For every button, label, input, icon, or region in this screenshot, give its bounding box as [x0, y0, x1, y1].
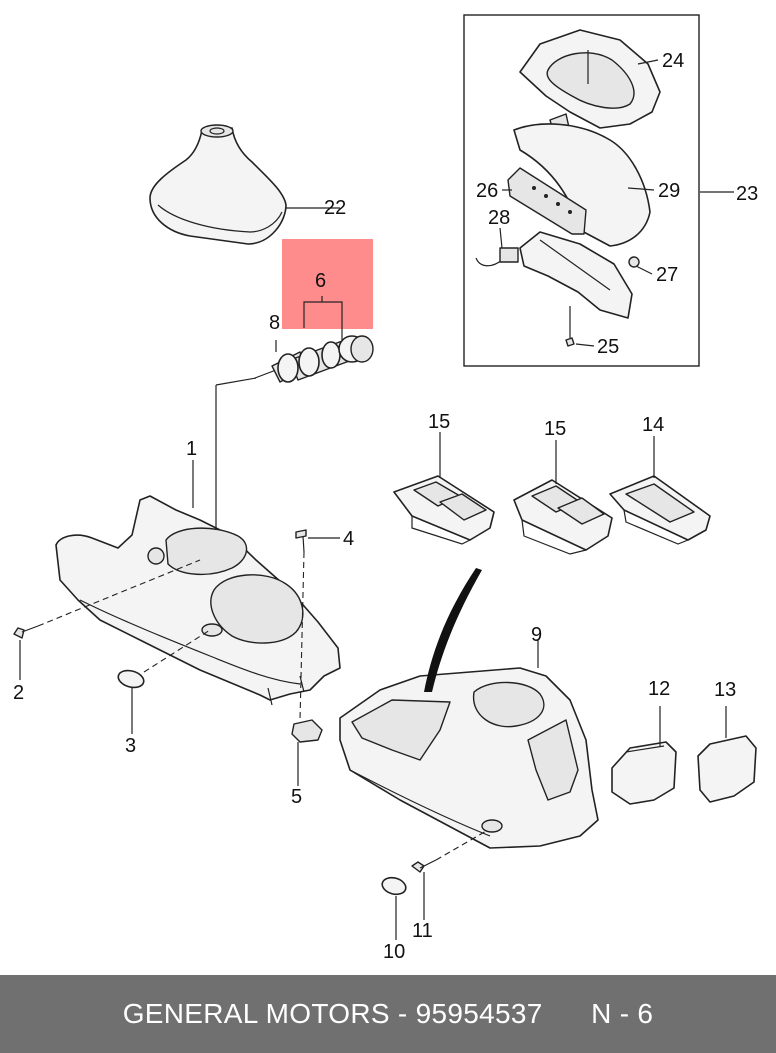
label-part-15-left: 15 [428, 411, 450, 433]
inset-frame [463, 14, 700, 367]
label-part-26: 26 [476, 180, 498, 202]
label-part-13: 13 [714, 679, 736, 701]
part-25-screw [565, 306, 575, 347]
footer-bar: GENERAL MOTORS - 95954537 N - 6 [0, 975, 776, 1053]
part-1-console-upper [55, 495, 341, 706]
part-28-connector [475, 247, 519, 267]
part-29-dust-shield [513, 123, 651, 247]
label-part-6: 6 [315, 270, 326, 292]
part-8-shift-lever-assembly [254, 335, 374, 383]
label-part-22: 22 [324, 197, 346, 219]
label-part-3: 3 [125, 735, 136, 757]
part-12-cover [611, 741, 677, 805]
footer-part-number: 95954537 [415, 998, 543, 1029]
part-10-plug [381, 876, 407, 896]
part-11-screw [411, 859, 437, 873]
cable-9 [424, 568, 482, 692]
footer-position-code: N - 6 [591, 998, 654, 1029]
label-part-8: 8 [269, 312, 280, 334]
part-2-screw [13, 625, 39, 639]
part-26-indicator-plate [507, 167, 587, 235]
label-part-10: 10 [383, 941, 405, 963]
part-27-shifter-base [519, 231, 640, 319]
label-part-2: 2 [13, 682, 24, 704]
highlight-box-part-6 [282, 239, 373, 329]
part-9-console-lower [339, 568, 599, 849]
label-part-25: 25 [597, 336, 619, 358]
label-part-28: 28 [488, 207, 510, 229]
part-4-screw [295, 529, 307, 553]
part-labels: 22 6 8 1 4 2 3 5 15 15 14 9 12 13 11 10 … [13, 50, 758, 963]
label-part-11: 11 [412, 920, 433, 942]
exploded-parts-diagram: 22 6 8 1 4 2 3 5 15 15 14 9 12 13 11 10 … [13, 14, 758, 963]
label-part-14: 14 [642, 414, 664, 436]
label-part-1: 1 [186, 438, 197, 460]
part-14-tray [609, 475, 711, 545]
part-5-clip-nut [291, 719, 323, 743]
label-part-15-right: 15 [544, 418, 566, 440]
part-13-cover [697, 735, 757, 803]
label-part-5: 5 [291, 786, 302, 808]
footer-brand: GENERAL MOTORS [122, 998, 390, 1029]
label-part-12: 12 [648, 678, 670, 700]
footer-separator: - [397, 998, 408, 1029]
label-part-29: 29 [658, 180, 680, 202]
label-part-27: 27 [656, 264, 678, 286]
label-part-23: 23 [736, 183, 758, 205]
label-part-24: 24 [662, 50, 684, 72]
part-15-switch-bezel-right [513, 479, 613, 555]
leader-lines [19, 59, 734, 940]
part-15-switch-bezel-left [393, 475, 495, 545]
label-part-4: 4 [343, 528, 354, 550]
part-3-plug [117, 669, 145, 689]
label-part-9: 9 [531, 624, 542, 646]
part-22-shift-boot [149, 124, 287, 245]
